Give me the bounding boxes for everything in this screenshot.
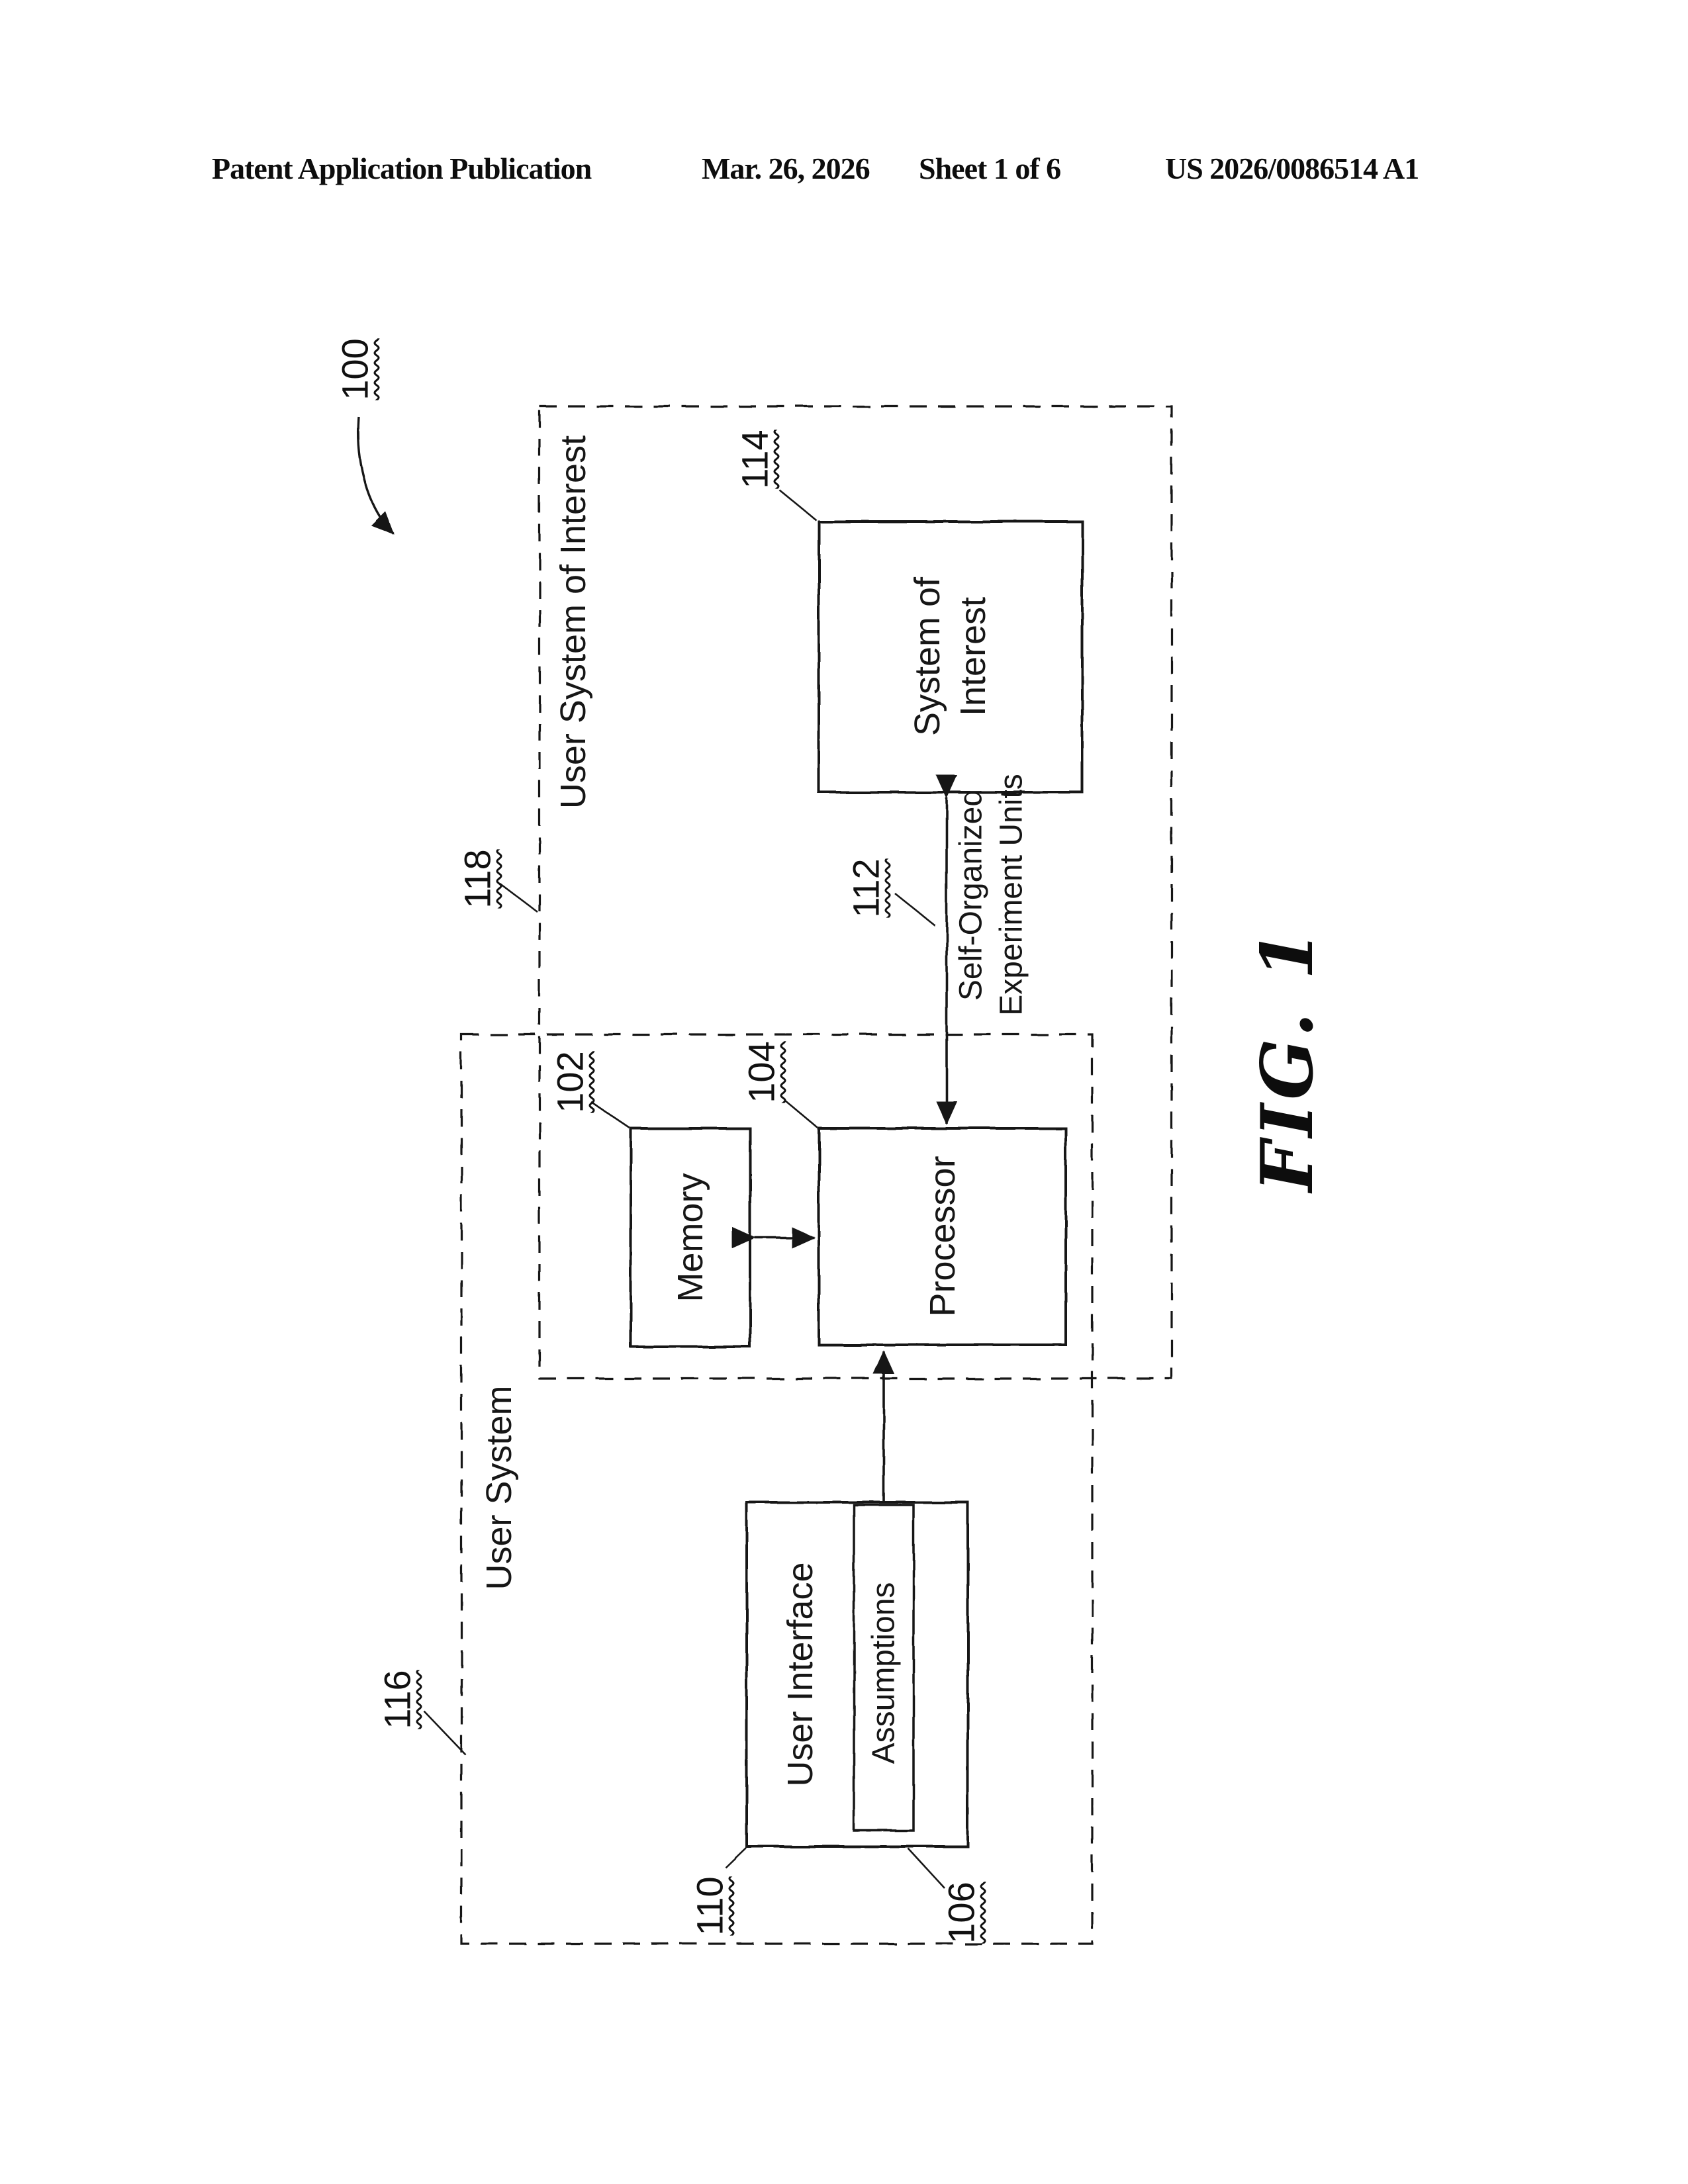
processor-label: Processor <box>923 1156 962 1317</box>
overall-ref-curved-arrow <box>357 416 395 535</box>
ref-110: 110 <box>688 1876 731 1936</box>
header-publication-type: Patent Application Publication <box>212 152 592 185</box>
ref-118: 118 <box>456 849 498 909</box>
self-organized-units-label: Self-Organized Experiment Units <box>951 774 1033 1015</box>
user-system-boundary <box>460 1033 1094 1945</box>
user-interface-box <box>745 1501 969 1848</box>
leader-116 <box>423 1710 467 1756</box>
ref-104: 104 <box>740 1041 782 1103</box>
leader-110 <box>725 1847 747 1868</box>
user-system-title: User System <box>479 1385 519 1590</box>
leader-104 <box>784 1099 818 1128</box>
ref-102: 102 <box>549 1051 591 1113</box>
figure-caption: FIG. 1 <box>1246 926 1329 1192</box>
processor-box <box>818 1127 1067 1346</box>
self-organized-units-line1: Self-Organized <box>953 788 989 1001</box>
ref-100: 100 <box>334 338 376 400</box>
user-system-of-interest-boundary <box>538 405 1173 1380</box>
leader-112 <box>894 892 935 927</box>
memory-label: Memory <box>671 1173 710 1302</box>
leader-106 <box>908 1848 945 1888</box>
ref-112: 112 <box>845 858 887 918</box>
leader-118 <box>499 882 538 913</box>
self-organized-units-line2: Experiment Units <box>994 774 1029 1016</box>
leader-102 <box>590 1101 630 1129</box>
ref-114: 114 <box>733 430 776 489</box>
system-of-interest-line2: Interest <box>953 596 993 717</box>
header-publication-number: US 2026/0086514 A1 <box>1165 152 1419 185</box>
user-system-of-interest-title: User System of Interest <box>553 435 593 809</box>
ref-116: 116 <box>376 1670 418 1729</box>
ref-106: 106 <box>940 1882 982 1944</box>
user-interface-label: User Interface <box>780 1562 820 1787</box>
header-sheet: Sheet 1 of 6 <box>919 152 1061 185</box>
assumptions-label: Assumptions <box>866 1582 902 1764</box>
system-of-interest-line1: System of <box>907 576 947 737</box>
assumptions-box <box>853 1504 915 1832</box>
header-date: Mar. 26, 2026 <box>702 152 870 185</box>
leader-114 <box>778 488 817 522</box>
system-of-interest-label: System of Interest <box>905 577 996 736</box>
